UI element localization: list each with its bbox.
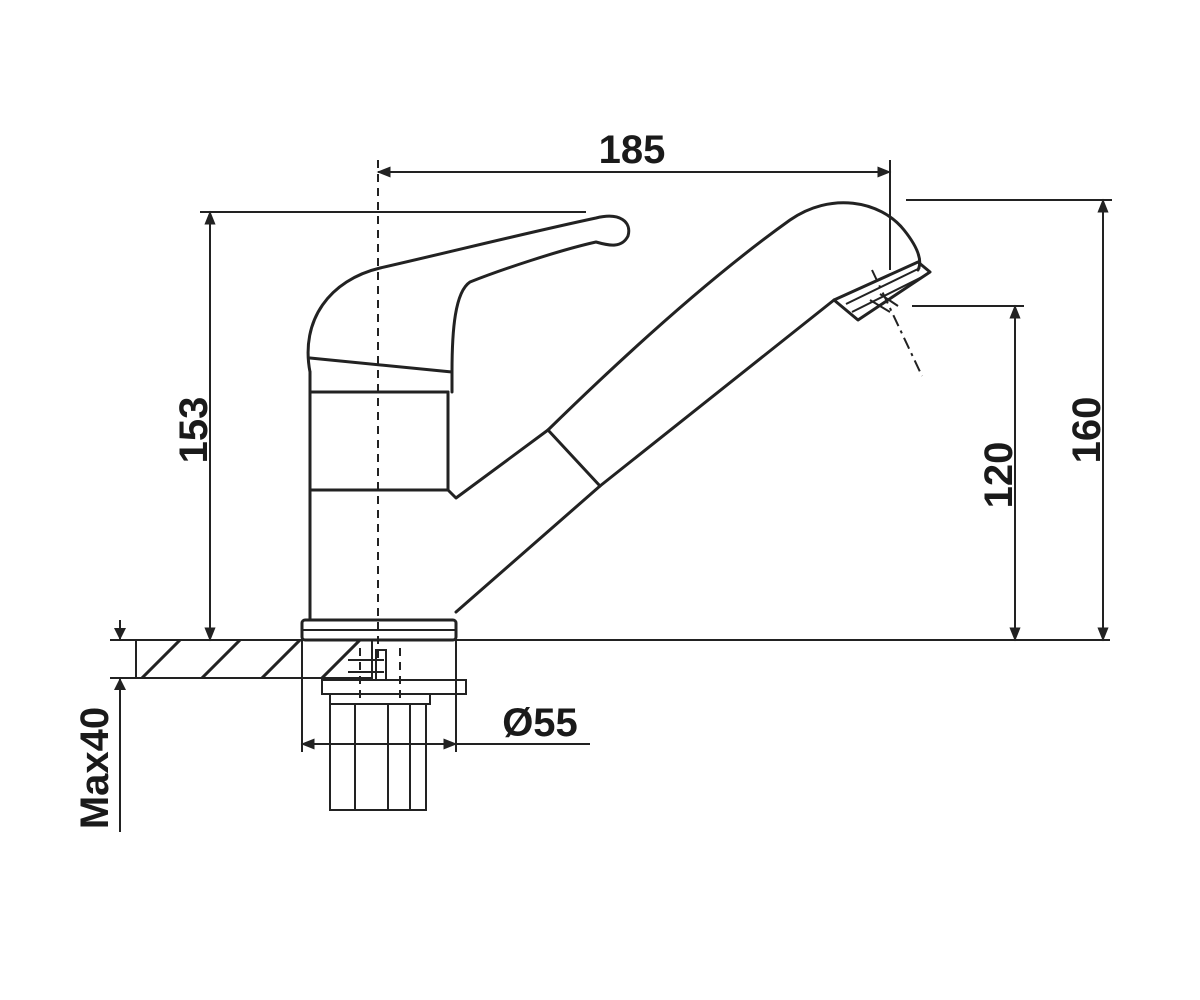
dimension-label-base-diameter: Ø55	[502, 701, 578, 745]
pullout-spout	[446, 201, 932, 614]
faucet-body	[300, 214, 631, 642]
dimension-label-max-mount: Max40	[73, 707, 117, 829]
countertop	[110, 639, 1110, 679]
dimension-lines	[114, 160, 1112, 832]
dimension-label-total-height: 160	[1065, 397, 1109, 464]
dimension-label-outlet-height: 120	[977, 442, 1021, 509]
dimension-label-spout-reach: 185	[599, 128, 666, 172]
dimension-label-lever-height: 153	[172, 397, 216, 464]
mounting-assembly	[321, 648, 467, 811]
